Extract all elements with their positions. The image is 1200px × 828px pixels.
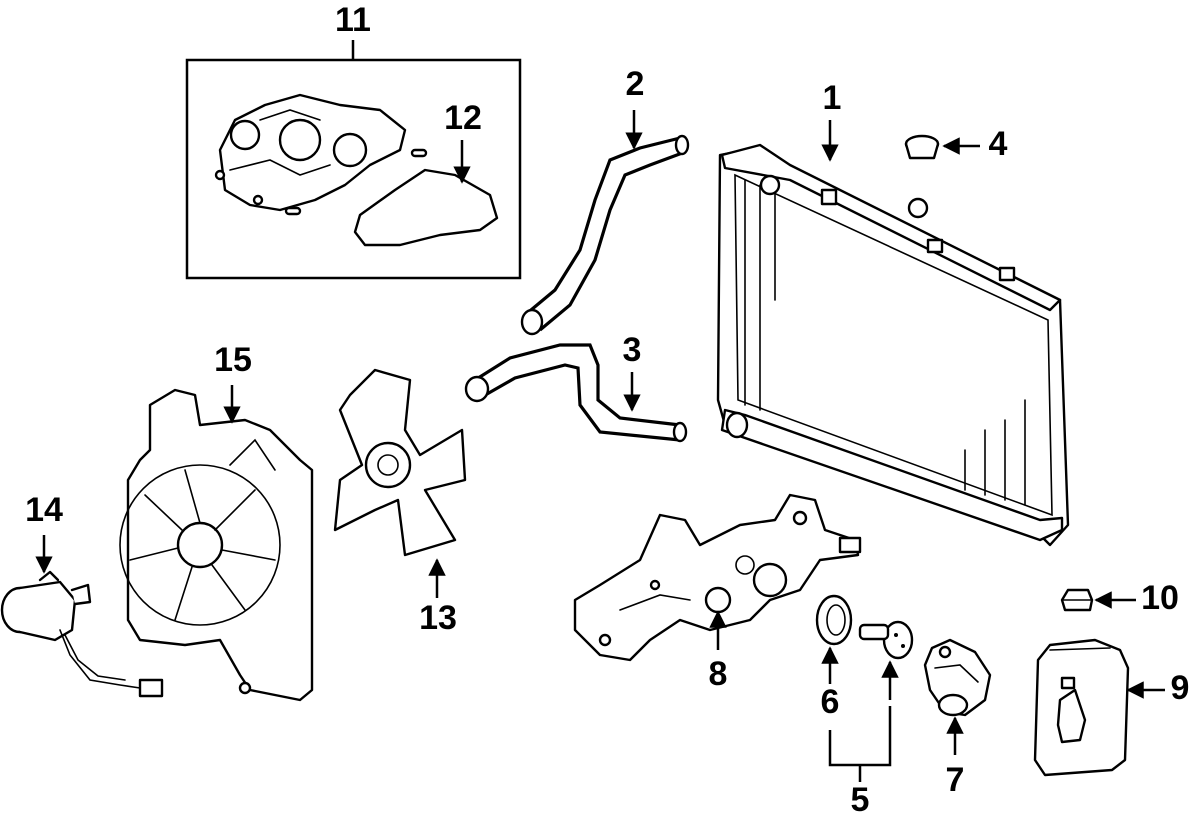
callout-13: 13: [419, 599, 457, 637]
upper-radiator-hose: [520, 134, 690, 336]
fan-shroud: [119, 388, 314, 702]
radiator-cap: [904, 134, 940, 160]
callout-12: 12: [444, 99, 482, 137]
callout-14: 14: [25, 491, 63, 529]
thermostat-housing: [573, 493, 862, 662]
callout-4: 4: [989, 125, 1008, 163]
callout-7: 7: [946, 761, 965, 799]
thermostat: [858, 620, 914, 660]
callout-9: 9: [1171, 669, 1190, 707]
callout-2: 2: [626, 65, 645, 103]
callout-15: 15: [214, 341, 252, 379]
callout-5: 5: [851, 781, 870, 819]
callout-10: 10: [1141, 579, 1179, 617]
water-pump: [214, 93, 428, 216]
lower-radiator-hose: [464, 343, 688, 443]
callout-6: 6: [821, 683, 840, 721]
reservoir-cap: [1060, 588, 1094, 612]
cooling-fan: [333, 368, 467, 557]
coolant-reservoir: [1033, 638, 1130, 777]
water-pump-group-box: [185, 40, 522, 280]
callout-1: 1: [823, 79, 842, 117]
callout-8: 8: [709, 655, 728, 693]
thermostat-gasket: [815, 594, 853, 646]
water-inlet: [923, 638, 992, 717]
radiator: [716, 143, 1070, 547]
callout-3: 3: [623, 331, 642, 369]
callout-11: 11: [335, 1, 371, 39]
water-pump-gasket: [353, 168, 499, 247]
